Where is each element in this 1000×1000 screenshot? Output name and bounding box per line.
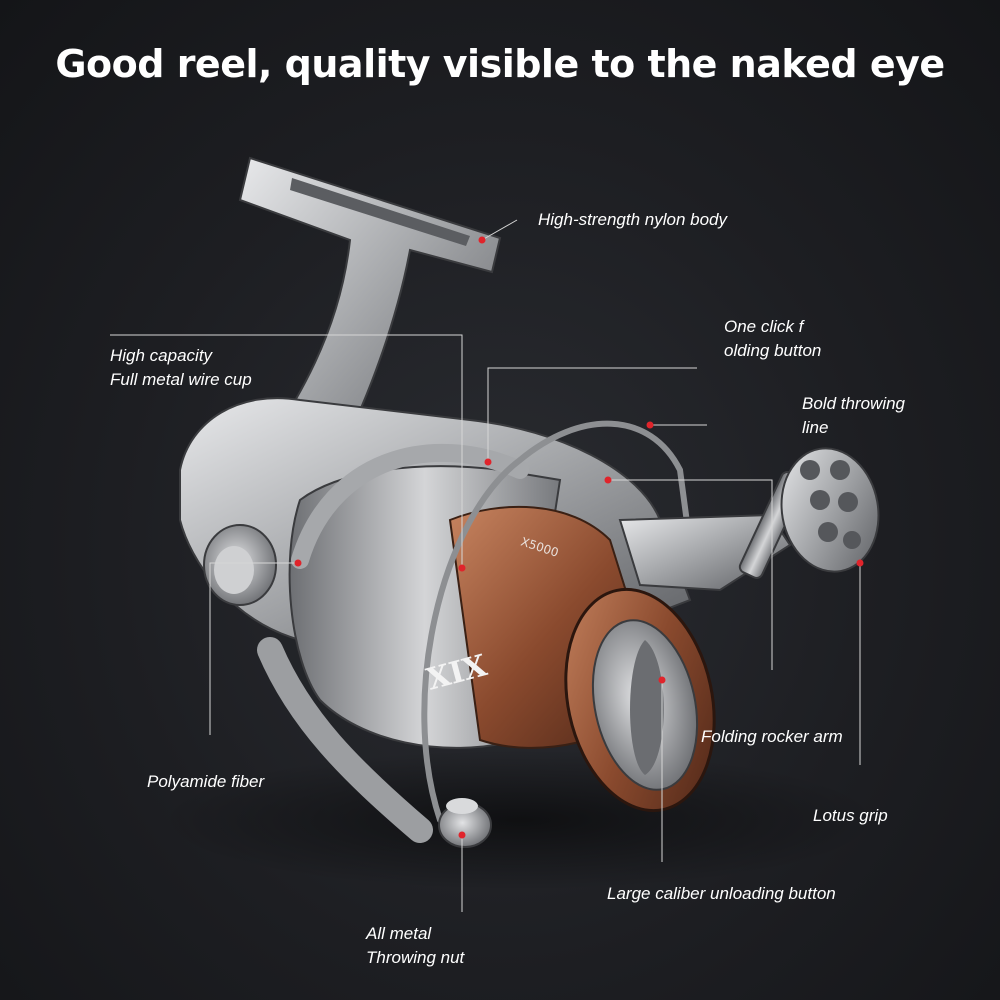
leader-rocker-arm: [608, 479, 773, 670]
lotus-grip-hole: [843, 531, 861, 549]
callout-text: Folding rocker arm: [701, 727, 843, 746]
callout-throwing-line: Bold throwing line: [802, 392, 905, 440]
leader-wire-cup: [110, 334, 463, 565]
callout-nylon-body: High-strength nylon body: [538, 208, 727, 232]
callout-rocker-arm: Folding rocker arm: [701, 725, 843, 749]
callout-text: High-strength nylon body: [538, 210, 728, 229]
side-knob-cap: [214, 546, 254, 594]
throwing-nut-top: [446, 798, 478, 814]
lotus-grip-hole: [800, 460, 820, 480]
marker-wire-cup: [458, 564, 466, 572]
lotus-grip-hole: [830, 460, 850, 480]
callout-polyamide-fiber: Polyamide fiber: [147, 770, 264, 794]
reel-foot-slot: [290, 178, 470, 246]
callout-text: line: [802, 418, 829, 437]
marker-lotus-grip: [856, 559, 864, 567]
callout-text: Bold throwing: [802, 394, 906, 413]
callout-text: Polyamide fiber: [147, 772, 265, 791]
marker-nylon-body: [478, 236, 486, 244]
drag-knob-grip: [630, 640, 664, 775]
bail-arm-lower: [257, 637, 433, 843]
lotus-grip-hole: [838, 492, 858, 512]
callout-text: Full metal wire cup: [110, 370, 252, 389]
callout-text: olding button: [724, 341, 822, 360]
leader-nylon-body: [481, 219, 518, 241]
lotus-grip-hole: [810, 490, 830, 510]
leader-polyamide-fiber: [209, 562, 298, 735]
marker-folding-button: [484, 458, 492, 466]
callout-lotus-grip: Lotus grip: [813, 804, 888, 828]
marker-polyamide-fiber: [294, 559, 302, 567]
callout-throwing-nut: All metal Throwing nut: [366, 922, 464, 970]
leader-folding-button: [487, 367, 697, 462]
callout-text: Lotus grip: [813, 806, 888, 825]
callout-folding-button: One click f olding button: [724, 315, 821, 363]
callout-wire-cup: High capacity Full metal wire cup: [110, 344, 252, 392]
headline: Good reel, quality visible to the naked …: [55, 42, 945, 86]
callout-text: All metal: [366, 924, 432, 943]
marker-throwing-line: [646, 421, 654, 429]
callout-text: Throwing nut: [366, 948, 465, 967]
callout-text: High capacity: [110, 346, 213, 365]
lotus-grip-hole: [818, 522, 838, 542]
bail-arm: [291, 443, 529, 569]
bail-wire: [421, 420, 693, 823]
marker-unloading-button: [658, 676, 666, 684]
marker-throwing-nut: [458, 831, 466, 839]
callout-text: One click f: [724, 317, 804, 336]
callout-unloading-button: Large caliber unloading button: [607, 882, 836, 906]
marker-rocker-arm: [604, 476, 612, 484]
reel-shadow: [160, 750, 880, 890]
callout-text: Large caliber unloading button: [607, 884, 836, 903]
